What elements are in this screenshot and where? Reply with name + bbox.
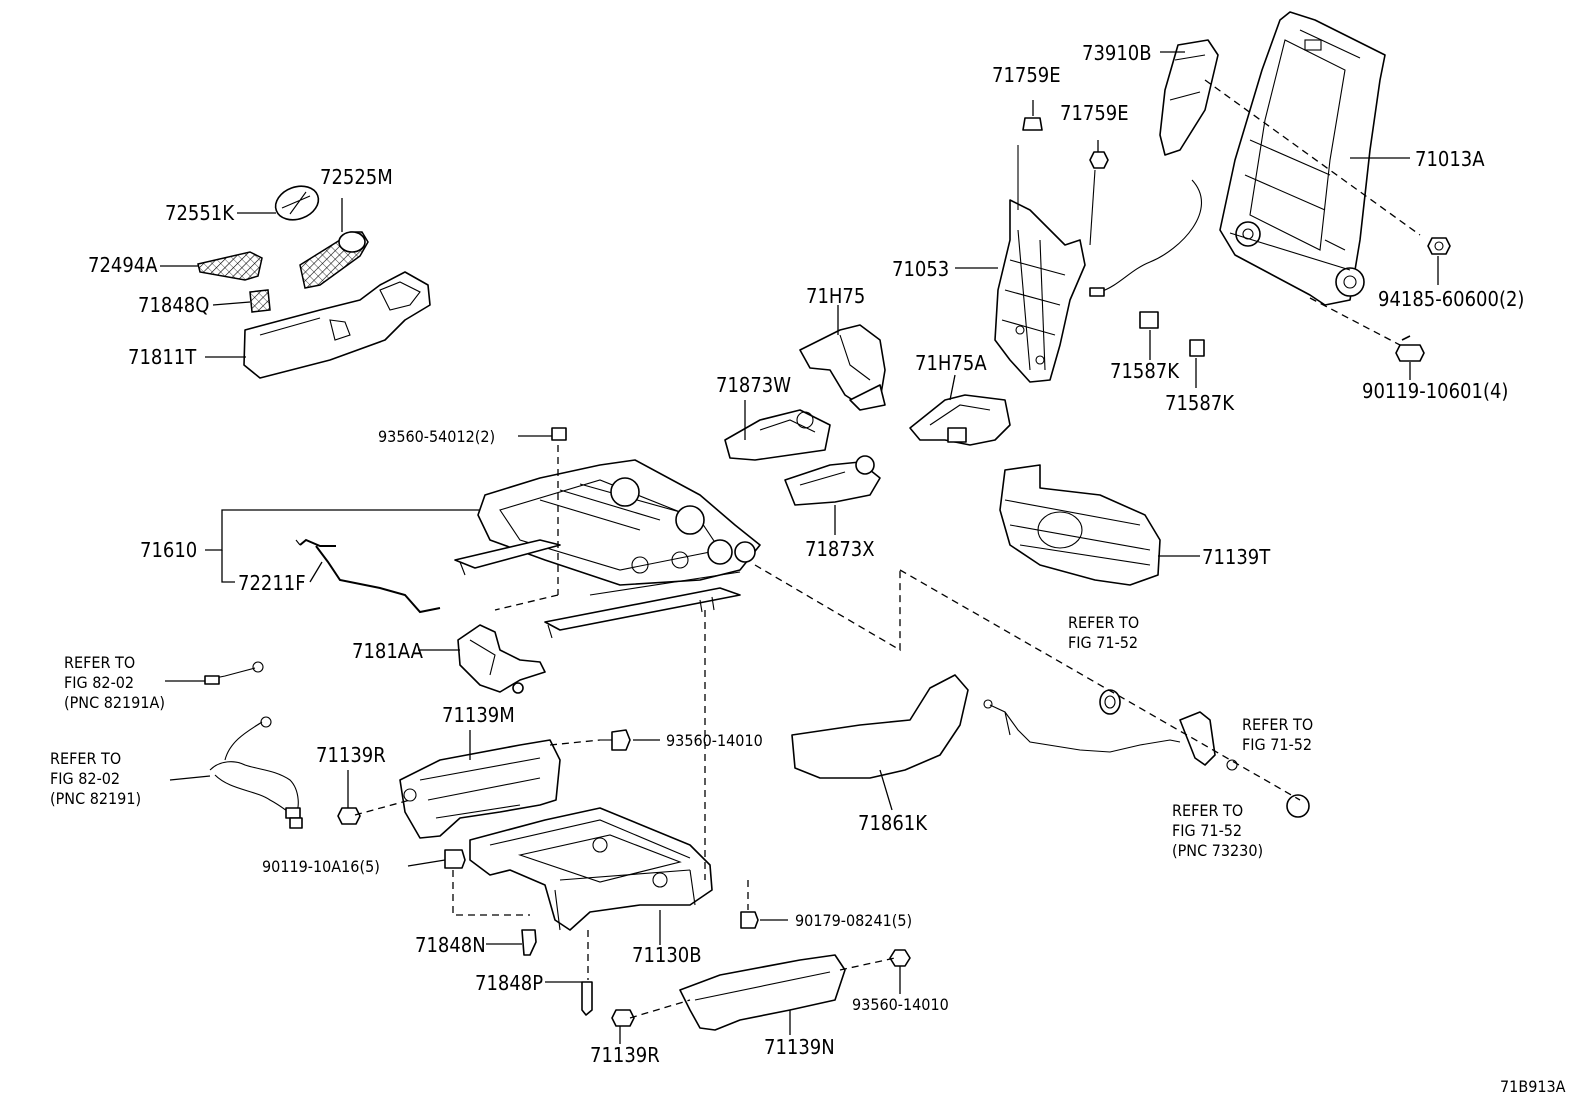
harness-b-drawing xyxy=(209,716,303,829)
callout-71873x[interactable]: 71873X xyxy=(805,537,875,561)
side-cover-drawing xyxy=(243,271,431,379)
callout-72525m[interactable]: 72525M xyxy=(320,165,393,189)
svg-text:FIG 71-52: FIG 71-52 xyxy=(1242,735,1312,754)
diagram-code: 71B913A xyxy=(1500,1077,1566,1096)
callout-90119-10a16[interactable]: 90119-10A16(5) xyxy=(262,857,380,876)
callout-71139n[interactable]: 71139N xyxy=(764,1035,835,1059)
reference-82191a[interactable]: REFER TO FIG 82-02 (PNC 82191A) xyxy=(64,653,165,712)
svg-text:REFER TO: REFER TO xyxy=(50,749,121,768)
svg-text:FIG 82-02: FIG 82-02 xyxy=(64,673,134,692)
dashed-guides xyxy=(354,79,1421,1019)
callout-71610[interactable]: 71610 xyxy=(140,538,197,562)
seat-frame-drawing xyxy=(454,459,761,639)
svg-text:REFER TO: REFER TO xyxy=(1172,801,1243,820)
callout-71861k[interactable]: 71861K xyxy=(858,811,928,835)
callout-71130b[interactable]: 71130B xyxy=(632,943,702,967)
callout-71139r-a[interactable]: 71139R xyxy=(316,743,386,767)
bracket-71h75a-drawing xyxy=(909,394,1011,446)
callout-71759e-b[interactable]: 71759E xyxy=(1060,101,1129,125)
cover-m-drawing xyxy=(399,739,561,839)
small-block-drawing xyxy=(249,289,271,313)
callout-71h75a[interactable]: 71H75A xyxy=(915,351,987,375)
callout-93560-54012[interactable]: 93560-54012(2) xyxy=(378,427,495,446)
fastener-drawings-lower xyxy=(337,427,911,1027)
callout-72211f[interactable]: 72211F xyxy=(238,571,306,595)
track-cover-x-drawing xyxy=(784,455,881,506)
callout-94185-60600[interactable]: 94185-60600(2) xyxy=(1378,287,1524,311)
callout-71h75[interactable]: 71H75 xyxy=(806,284,865,308)
callout-72551k[interactable]: 72551K xyxy=(165,201,235,225)
lever-drawing xyxy=(197,251,263,281)
cushion-pad-drawing xyxy=(791,674,969,779)
svg-text:(PNC 73230): (PNC 73230) xyxy=(1172,841,1263,860)
svg-text:FIG 82-02: FIG 82-02 xyxy=(50,769,120,788)
svg-text:REFER TO: REFER TO xyxy=(64,653,135,672)
svg-text:REFER TO: REFER TO xyxy=(1068,613,1139,632)
cover-n-drawing xyxy=(679,954,846,1031)
callout-71139m[interactable]: 71139M xyxy=(442,703,515,727)
callout-71587k-b[interactable]: 71587K xyxy=(1165,391,1235,415)
callout-72494a[interactable]: 72494A xyxy=(88,253,158,277)
callout-73910b[interactable]: 73910B xyxy=(1082,41,1152,65)
reference-71-52-top[interactable]: REFER TO FIG 71-52 xyxy=(1068,613,1139,652)
callout-71873w[interactable]: 71873W xyxy=(716,373,791,397)
callout-71848q[interactable]: 71848Q xyxy=(138,293,209,317)
bracket-71h75-drawing xyxy=(799,324,886,411)
bracket-7181aa-drawing xyxy=(457,624,546,694)
callout-93560-14010-b[interactable]: 93560-14010 xyxy=(852,995,949,1014)
track-cover-w-drawing xyxy=(724,409,831,461)
harness-a-drawing xyxy=(204,661,264,685)
callout-90119-10601[interactable]: 90119-10601(4) xyxy=(1362,379,1508,403)
handle-drawing xyxy=(299,231,369,289)
seatback-frame-drawing xyxy=(1219,11,1386,306)
back-cover-t-drawing xyxy=(999,464,1161,586)
svg-text:(PNC 82191A): (PNC 82191A) xyxy=(64,693,165,712)
callout-71811t[interactable]: 71811T xyxy=(128,345,197,369)
svg-text:FIG 71-52: FIG 71-52 xyxy=(1068,633,1138,652)
knob-cover-drawing xyxy=(274,185,320,221)
callout-7181aa[interactable]: 7181AA xyxy=(352,639,424,663)
callout-71587k-a[interactable]: 71587K xyxy=(1110,359,1180,383)
buckle-harness-drawing xyxy=(983,699,1238,771)
svg-text:(PNC 82191): (PNC 82191) xyxy=(50,789,141,808)
clip-drawings xyxy=(1022,117,1109,169)
svg-text:FIG 71-52: FIG 71-52 xyxy=(1172,821,1242,840)
callout-71848n[interactable]: 71848N xyxy=(415,933,486,957)
small-clips-drawing xyxy=(1139,311,1205,357)
wire-rod-drawing xyxy=(295,538,441,614)
reference-notes: REFER TO FIG 82-02 (PNC 82191A) REFER TO… xyxy=(50,613,1313,860)
callout-71053[interactable]: 71053 xyxy=(892,257,949,281)
reference-82191[interactable]: REFER TO FIG 82-02 (PNC 82191) xyxy=(50,749,141,808)
reference-73230[interactable]: REFER TO FIG 71-52 (PNC 73230) xyxy=(1172,801,1263,860)
callout-71013a[interactable]: 71013A xyxy=(1415,147,1485,171)
airbag-module-drawing xyxy=(1089,39,1219,297)
callout-71139t[interactable]: 71139T xyxy=(1202,545,1271,569)
callout-labels: 73910B 71759E 71759E 71013A 72525M 72551… xyxy=(88,41,1524,1067)
leader-lines xyxy=(160,51,1439,1044)
callout-93560-14010-a[interactable]: 93560-14010 xyxy=(666,731,763,750)
callout-90179-08241[interactable]: 90179-08241(5) xyxy=(795,911,912,930)
lower-frame-drawing xyxy=(469,807,713,931)
seatback-panel-drawing xyxy=(994,145,1096,383)
bolt-drawings-right xyxy=(1395,237,1451,362)
callout-71759e-a[interactable]: 71759E xyxy=(992,63,1061,87)
reference-71-52-right[interactable]: REFER TO FIG 71-52 xyxy=(1242,715,1313,754)
svg-text:REFER TO: REFER TO xyxy=(1242,715,1313,734)
grommet-drawings xyxy=(1099,689,1310,818)
callout-71139r-b[interactable]: 71139R xyxy=(590,1043,660,1067)
callout-71848p[interactable]: 71848P xyxy=(475,971,543,995)
